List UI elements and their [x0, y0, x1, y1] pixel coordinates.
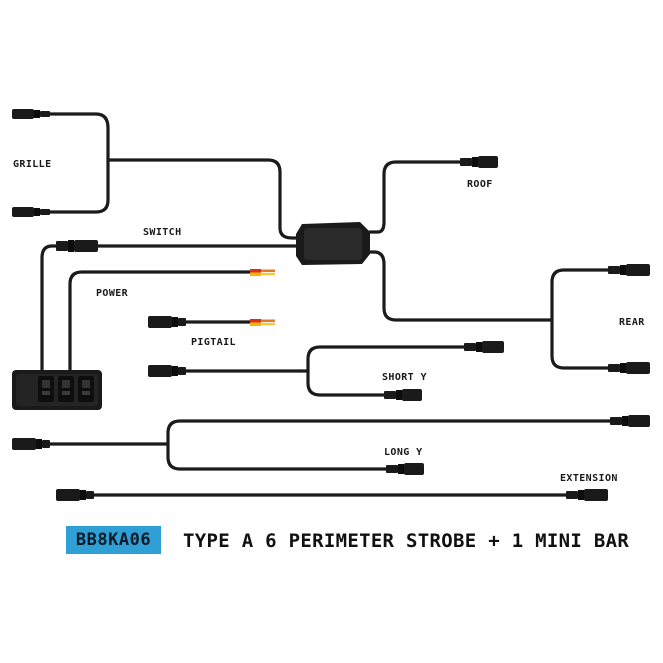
pigtail-cable [148, 316, 275, 328]
switch-panel [12, 370, 102, 410]
long-y-left-connector [12, 438, 50, 450]
rocker-switch-2 [58, 376, 74, 402]
extension-cable [56, 489, 608, 501]
short-y-bottom-connector [384, 389, 422, 401]
long-y-top-connector [610, 415, 650, 427]
label-roof: ROOF [467, 179, 493, 190]
long-y-cable [12, 415, 650, 475]
label-extension: EXTENSION [560, 473, 618, 484]
label-long-y: LONG Y [384, 447, 423, 458]
short-y-cable [148, 341, 504, 401]
grille-top-connector [12, 109, 50, 119]
label-switch: SWITCH [143, 227, 182, 238]
rocker-switch-3 [78, 376, 94, 402]
short-y-top-connector [464, 341, 504, 353]
rear-y-cable [368, 250, 650, 374]
kit-title: TYPE A 6 PERIMETER STROBE + 1 MINI BAR [183, 530, 630, 552]
pigtail-connector [148, 316, 186, 328]
roof-cable [368, 156, 498, 234]
roof-connector [460, 156, 498, 168]
grille-bottom-connector [12, 207, 50, 217]
sku-badge: BB8KA06 [66, 526, 161, 554]
power-cable [68, 269, 275, 374]
rear-top-connector [608, 264, 650, 276]
switch-cable [40, 240, 300, 374]
switch-cable-connector [56, 240, 98, 252]
long-y-bottom-connector [386, 463, 424, 475]
control-module [296, 222, 370, 265]
label-short-y: SHORT Y [382, 372, 427, 383]
sku-code: BB8KA06 [75, 530, 152, 550]
extension-right-connector [566, 489, 608, 501]
label-rear: REAR [619, 317, 645, 328]
label-grille: GRILLE [13, 159, 52, 170]
rocker-switch-1 [38, 376, 54, 402]
label-pigtail: PIGTAIL [191, 337, 236, 348]
label-power: POWER [96, 288, 129, 299]
extension-left-connector [56, 489, 94, 501]
power-lead-tip [250, 269, 275, 276]
grille-y-cable [12, 109, 300, 240]
rear-bottom-connector [608, 362, 650, 374]
pigtail-lead-tip [250, 319, 275, 326]
short-y-left-connector [148, 365, 186, 377]
